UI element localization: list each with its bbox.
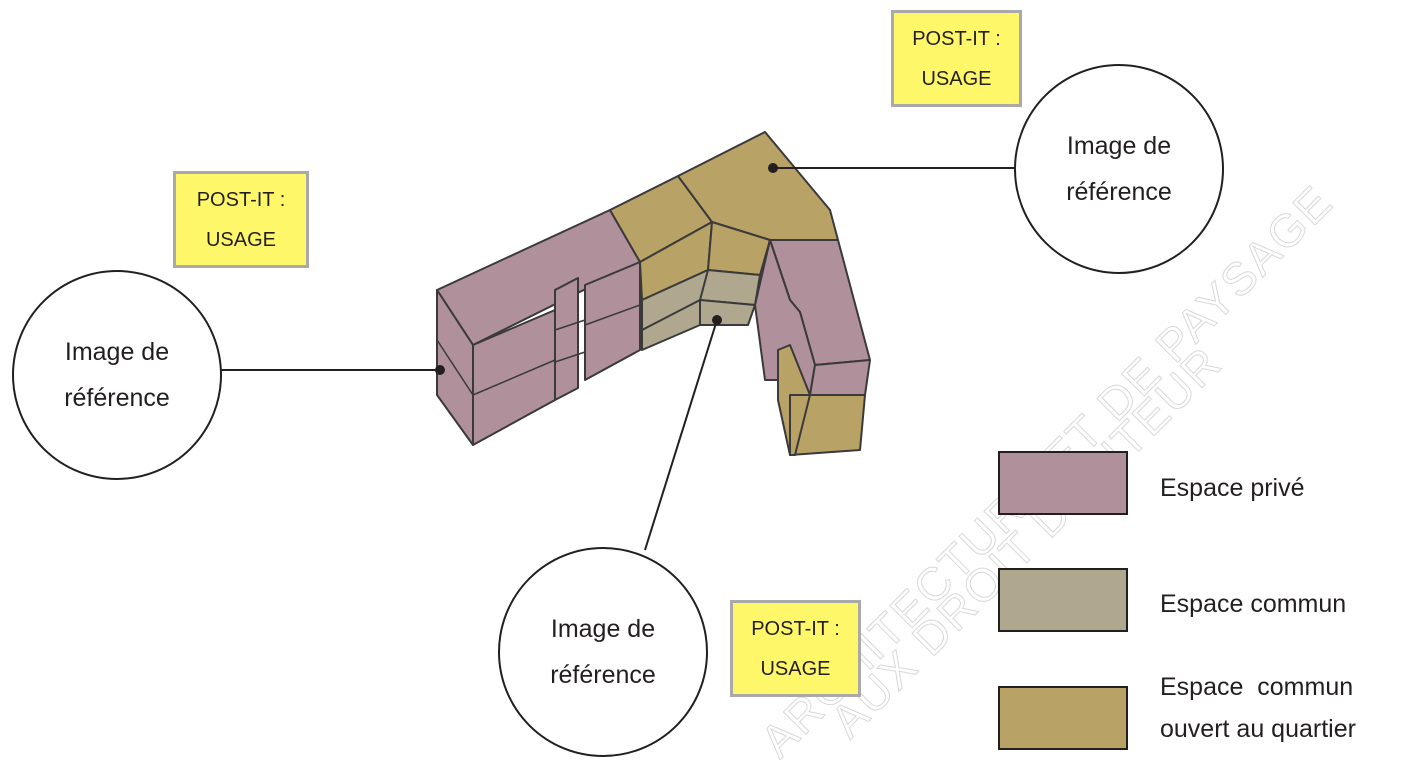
private-volume-left-front-3 [584,261,641,381]
postit-line1: POST-IT : [751,617,840,640]
reference-image-circle-bottom: Image de référence [498,547,708,757]
legend-label-open-line2: ouvert au quartier [1160,715,1356,743]
legend-label-common: Espace commun [1160,590,1347,618]
anchor-dot-bottom [712,315,722,325]
postit-line1: POST-IT : [196,188,286,211]
private-volume-right-front [809,359,871,396]
postit-usage-bottom: POST-IT : USAGE [730,600,861,697]
anchor-dot-top-right [768,163,778,173]
legend-swatch-open [998,686,1128,750]
reference-image-label-line1: Image de [64,338,170,366]
legend-swatch-private [998,451,1128,515]
postit-line2: USAGE [760,657,831,680]
legend-label-open-line1: Espace commun [1160,673,1354,701]
legend-label-private: Espace privé [1160,474,1305,502]
postit-line1: POST-IT : [912,27,1001,50]
postit-usage-top-right: POST-IT : USAGE [891,10,1022,107]
reference-image-label-line2: référence [1066,178,1172,206]
reference-image-label-line1: Image de [1066,132,1172,160]
reference-image-label-line2: référence [550,661,656,689]
reference-image-label-line1: Image de [550,615,656,643]
legend-swatch-common [998,568,1128,632]
reference-image-circle-top-right: Image de référence [1014,64,1224,274]
reference-image-circle-left: Image de référence [12,270,222,480]
common-volume-d [699,299,756,326]
leader-line-bottom [644,319,718,551]
postit-usage-left: POST-IT : USAGE [173,171,309,268]
open-volume-bottom-side [789,394,811,456]
reference-image-label-line2: référence [64,384,170,412]
private-volume-left-front-2 [554,277,579,401]
postit-line2: USAGE [921,67,992,90]
common-volume-b [699,269,761,306]
postit-line2: USAGE [205,228,277,251]
anchor-dot-left [435,365,445,375]
